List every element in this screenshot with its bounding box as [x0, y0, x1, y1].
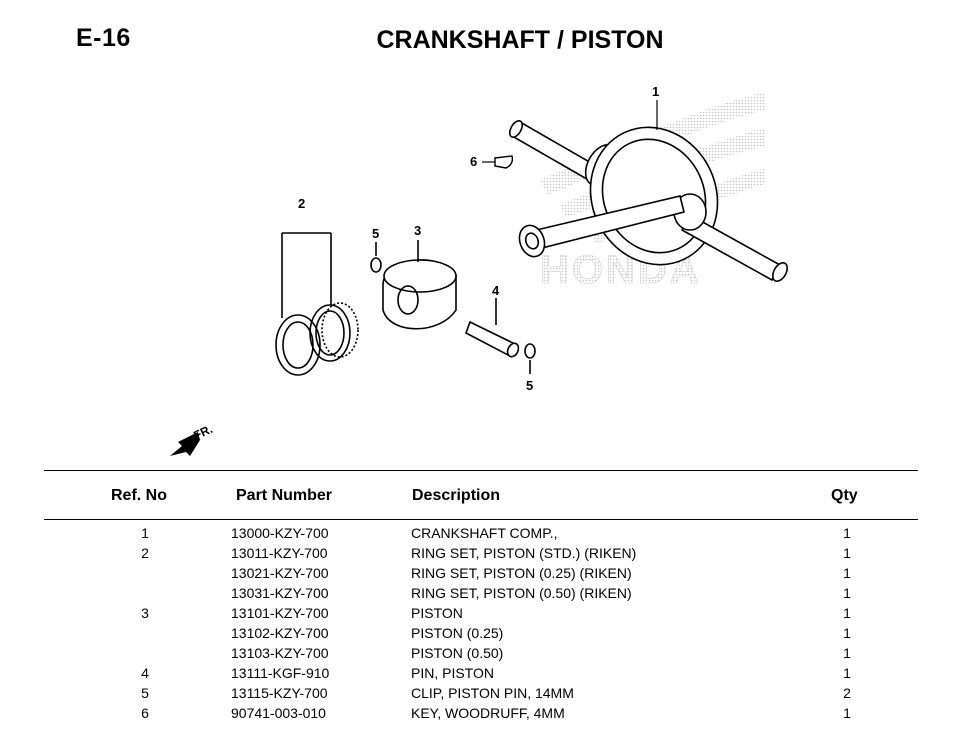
description: RING SET, PISTON (0.50) (RIKEN) — [411, 585, 632, 601]
qty: 1 — [843, 645, 851, 661]
description: RING SET, PISTON (STD.) (RIKEN) — [411, 545, 637, 561]
col-header-ref: Ref. No — [111, 487, 167, 504]
qty: 1 — [843, 585, 851, 601]
description: KEY, WOODRUFF, 4MM — [411, 705, 565, 721]
exploded-parts-diagram: HONDA — [170, 84, 789, 456]
description: CRANKSHAFT COMP., — [411, 525, 558, 541]
front-direction-arrow-icon: FR. — [170, 422, 215, 456]
parts-table: 1 13000-KZY-700 CRANKSHAFT COMP., 1 2 13… — [0, 525, 972, 725]
description: PISTON — [411, 605, 463, 621]
table-top-rule — [44, 470, 918, 471]
page-title: CRANKSHAFT / PISTON — [376, 26, 664, 54]
woodruff-key-drawing — [494, 155, 514, 169]
callout-2: 2 — [298, 196, 305, 211]
qty: 1 — [843, 665, 851, 681]
description: PISTON (0.50) — [411, 645, 504, 661]
callout-5-top: 5 — [372, 226, 379, 241]
ref-no: 5 — [141, 685, 149, 701]
table-row: 13031-KZY-700 RING SET, PISTON (0.50) (R… — [0, 585, 972, 605]
table-row: 5 13115-KZY-700 CLIP, PISTON PIN, 14MM 2 — [0, 685, 972, 705]
description: CLIP, PISTON PIN, 14MM — [411, 685, 574, 701]
ref-no: 6 — [141, 705, 149, 721]
col-header-part-number: Part Number — [236, 487, 333, 504]
ref-no: 3 — [141, 605, 149, 621]
qty: 2 — [843, 685, 851, 701]
table-row: 1 13000-KZY-700 CRANKSHAFT COMP., 1 — [0, 525, 972, 545]
direction-label: FR. — [191, 422, 214, 443]
qty: 1 — [843, 705, 851, 721]
page-code: E-16 — [76, 24, 131, 52]
callout-5-bottom: 5 — [526, 378, 533, 393]
col-header-qty: Qty — [831, 487, 858, 504]
piston-drawing — [382, 240, 457, 330]
ref-no: 4 — [141, 665, 149, 681]
piston-pin-drawing — [465, 298, 520, 358]
table-row: 4 13111-KGF-910 PIN, PISTON 1 — [0, 665, 972, 685]
table-row: 13103-KZY-700 PISTON (0.50) 1 — [0, 645, 972, 665]
table-header-rule — [44, 519, 918, 520]
part-number: 13000-KZY-700 — [231, 525, 329, 541]
qty: 1 — [843, 605, 851, 621]
part-number: 13031-KZY-700 — [231, 585, 329, 601]
col-header-description: Description — [412, 487, 501, 504]
ref-no: 1 — [141, 525, 149, 541]
crankshaft-drawing — [508, 120, 789, 282]
qty: 1 — [843, 525, 851, 541]
part-number: 13103-KZY-700 — [231, 645, 329, 661]
qty: 1 — [843, 545, 851, 561]
callout-3: 3 — [414, 223, 421, 238]
qty: 1 — [843, 625, 851, 641]
part-number: 13102-KZY-700 — [231, 625, 329, 641]
part-number: 13011-KZY-700 — [231, 545, 328, 561]
description: RING SET, PISTON (0.25) (RIKEN) — [411, 565, 632, 581]
description: PIN, PISTON — [411, 665, 494, 681]
table-row: 13021-KZY-700 RING SET, PISTON (0.25) (R… — [0, 565, 972, 585]
callout-6: 6 — [470, 154, 477, 169]
ref-no: 2 — [141, 545, 149, 561]
callout-1: 1 — [652, 84, 659, 99]
part-number: 90741-003-010 — [231, 705, 326, 721]
table-row: 2 13011-KZY-700 RING SET, PISTON (STD.) … — [0, 545, 972, 565]
piston-ring-set-drawing — [275, 232, 359, 376]
part-number: 13021-KZY-700 — [231, 565, 329, 581]
part-number: 13101-KZY-700 — [231, 605, 329, 621]
table-row: 3 13101-KZY-700 PISTON 1 — [0, 605, 972, 625]
part-number: 13115-KZY-700 — [231, 685, 328, 701]
qty: 1 — [843, 565, 851, 581]
table-row: 13102-KZY-700 PISTON (0.25) 1 — [0, 625, 972, 645]
table-row: 6 90741-003-010 KEY, WOODRUFF, 4MM 1 — [0, 705, 972, 725]
piston-pin-clips-drawing — [370, 242, 536, 374]
description: PISTON (0.25) — [411, 625, 504, 641]
callout-4: 4 — [492, 283, 500, 298]
part-number: 13111-KGF-910 — [231, 665, 330, 681]
